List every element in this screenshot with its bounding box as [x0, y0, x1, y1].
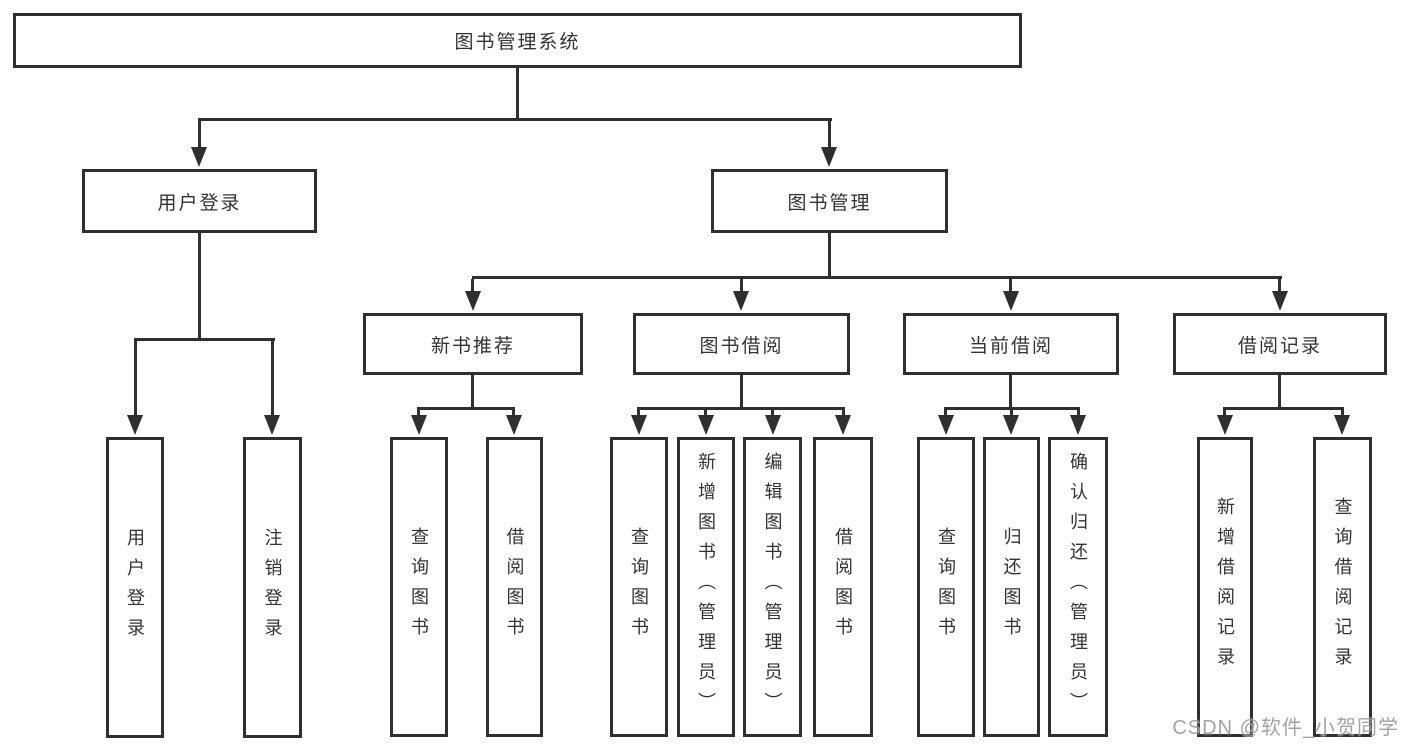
connector-line — [198, 233, 201, 340]
connector-line — [637, 407, 845, 410]
arrowhead-down-icon — [1070, 415, 1086, 435]
node-confirm-return-admin: 确认归还（管理员） — [1048, 437, 1108, 737]
arrowhead-down-icon — [631, 415, 647, 435]
arrowhead-down-icon — [821, 147, 837, 167]
node-root: 图书管理系统 — [13, 13, 1022, 68]
arrowhead-down-icon — [835, 415, 851, 435]
connector-line — [471, 279, 474, 293]
arrowhead-down-icon — [733, 291, 749, 311]
node-borrow-books-recommend: 借阅图书 — [486, 437, 543, 737]
connector-line — [1341, 410, 1344, 418]
arrowhead-down-icon — [1003, 415, 1019, 435]
connector-line — [198, 118, 832, 121]
connector-line — [472, 276, 1282, 279]
arrowhead-down-icon — [264, 415, 280, 435]
arrowhead-down-icon — [1217, 415, 1233, 435]
connector-line — [1009, 279, 1012, 293]
node-borrow-books-leaf: 借阅图书 — [813, 437, 873, 737]
node-logout-leaf: 注销登录 — [243, 437, 302, 738]
arrowhead-down-icon — [465, 291, 481, 311]
node-new-book-recommendation: 新书推荐 — [363, 313, 583, 375]
node-borrowing-records: 借阅记录 — [1173, 313, 1387, 375]
csdn-watermark: CSDN @软件_小贺同学 — [1172, 717, 1399, 739]
arrowhead-down-icon — [1334, 415, 1350, 435]
node-edit-book-admin: 编辑图书（管理员） — [743, 437, 802, 737]
connector-line — [704, 410, 707, 418]
node-add-borrow-record: 新增借阅记录 — [1197, 437, 1253, 737]
connector-line — [516, 68, 519, 120]
connector-line — [134, 338, 275, 341]
connector-line — [944, 407, 1080, 410]
connector-line — [198, 120, 201, 150]
node-add-book-admin: 新增图书（管理员） — [677, 437, 735, 737]
node-user-login-leaf: 用户登录 — [106, 437, 164, 738]
connector-line — [944, 410, 947, 418]
node-query-books-current: 查询图书 — [917, 437, 975, 737]
node-book-borrowing: 图书借阅 — [633, 313, 850, 375]
arrowhead-down-icon — [127, 415, 143, 435]
node-query-borrow-record: 查询借阅记录 — [1313, 437, 1372, 737]
node-user-login-branch: 用户登录 — [82, 169, 317, 233]
arrowhead-down-icon — [698, 415, 714, 435]
connector-line — [771, 410, 774, 418]
arrowhead-down-icon — [506, 415, 522, 435]
connector-line — [1278, 375, 1281, 409]
connector-line — [828, 120, 831, 150]
connector-line — [512, 410, 515, 418]
node-query-books-borrow: 查询图书 — [610, 437, 668, 737]
connector-line — [471, 375, 474, 409]
node-return-books: 归还图书 — [983, 437, 1040, 737]
connector-line — [842, 410, 845, 418]
connector-line — [417, 407, 515, 410]
node-current-borrowing: 当前借阅 — [903, 313, 1119, 375]
connector-line — [828, 233, 831, 279]
connector-line — [134, 341, 137, 416]
connector-line — [740, 279, 743, 293]
connector-line — [271, 341, 274, 416]
node-query-books-recommend: 查询图书 — [390, 437, 448, 737]
connector-line — [1223, 410, 1226, 418]
connector-line — [1010, 410, 1013, 418]
connector-line — [740, 375, 743, 409]
connector-line — [1223, 407, 1344, 410]
arrowhead-down-icon — [1003, 291, 1019, 311]
arrowhead-down-icon — [411, 415, 427, 435]
connector-line — [417, 410, 420, 418]
connector-line — [1278, 279, 1281, 293]
connector-line — [1077, 410, 1080, 418]
arrowhead-down-icon — [191, 147, 207, 167]
arrowhead-down-icon — [938, 415, 954, 435]
connector-line — [1009, 375, 1012, 409]
arrowhead-down-icon — [1272, 291, 1288, 311]
connector-line — [637, 410, 640, 418]
node-book-management: 图书管理 — [711, 169, 948, 233]
arrowhead-down-icon — [765, 415, 781, 435]
